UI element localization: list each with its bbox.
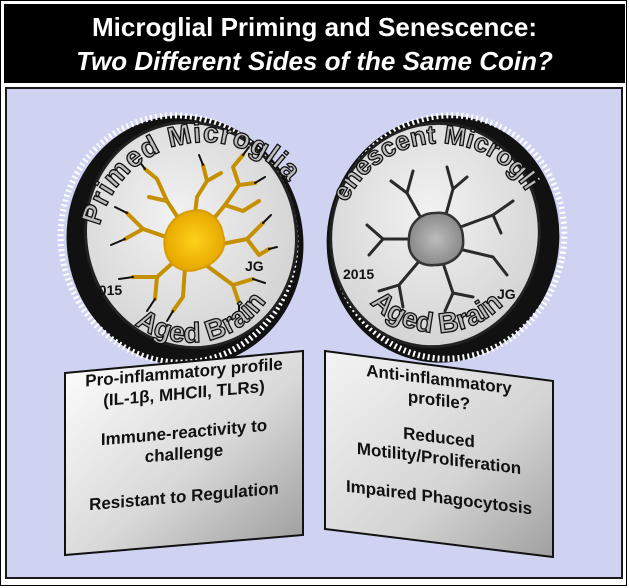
senescent-card: Anti-inflammatory profile? Reduced Motil… [325,355,553,522]
primed-microglia-soma [163,209,226,272]
title-line-2: Two Different Sides of the Same Coin? [76,46,553,76]
primed-card: Pro-inflammatory profile (IL-1β, MHCII, … [65,352,303,518]
title-line-1: Microglial Priming and Senescence: [91,12,538,42]
senescent-coin-initials: JG [497,286,516,302]
coin-illustration: Primed Microglia Aged Brain 2015 JG [7,89,568,559]
senescent-card-shape [324,349,554,559]
senescent-coin-year: 2015 [343,266,374,282]
title-bar: Microglial Priming and Senescence: Two D… [4,4,625,83]
primed-coin-year: 2015 [91,282,122,298]
coin-panel: Primed Microglia Aged Brain 2015 JG [5,87,623,579]
primed-coin-initials: JG [245,258,264,274]
primed-card-shape [64,349,304,557]
primed-coin: Primed Microglia Aged Brain 2015 JG [57,112,307,367]
senescent-microglia-soma [407,211,465,267]
